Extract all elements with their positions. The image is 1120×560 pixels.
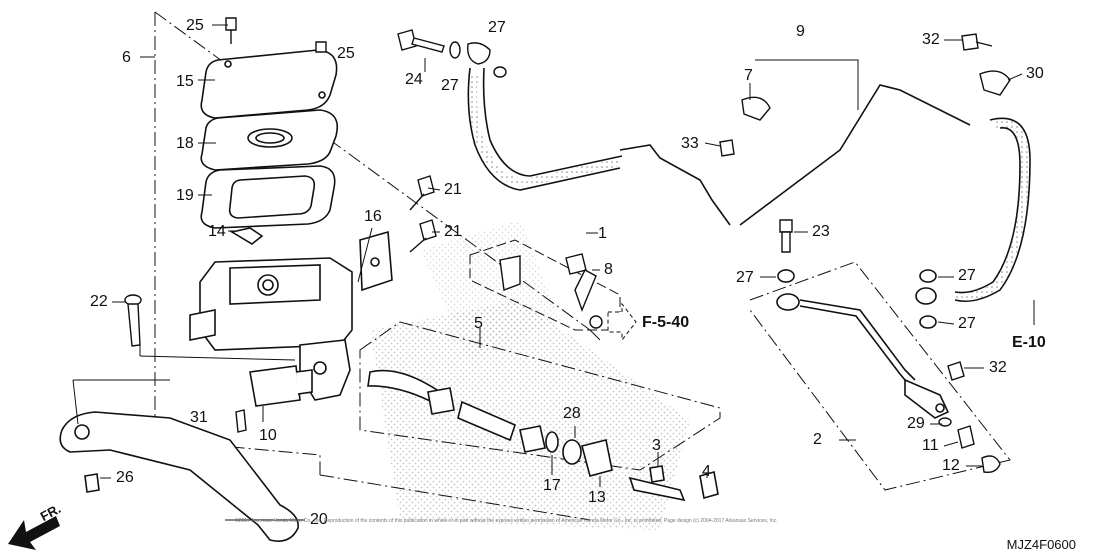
callout-23: 23 bbox=[812, 223, 830, 240]
callout-13: 13 bbox=[588, 489, 606, 506]
callout-7: 7 bbox=[744, 67, 753, 84]
callout-5: 5 bbox=[474, 315, 483, 332]
right-hose bbox=[954, 117, 1031, 303]
upper-hose bbox=[467, 67, 971, 226]
callout-27-1: 27 bbox=[488, 19, 506, 36]
callout-21-2: 21 bbox=[444, 223, 462, 240]
leader-lines bbox=[72, 24, 1035, 521]
callout-31: 31 bbox=[190, 409, 208, 426]
callout-25-2: 25 bbox=[337, 45, 355, 62]
callout-30: 30 bbox=[1026, 65, 1044, 82]
master-cylinder-body bbox=[189, 227, 393, 407]
callout-14: 14 bbox=[208, 223, 226, 240]
callout-1: 1 bbox=[598, 225, 607, 242]
callout-16: 16 bbox=[364, 208, 382, 225]
callout-17: 17 bbox=[543, 477, 561, 494]
callout-18: 18 bbox=[176, 135, 194, 152]
hardware-bolts bbox=[124, 17, 1011, 474]
lower-pipe bbox=[776, 269, 950, 419]
piston-kit bbox=[367, 369, 719, 502]
callout-27-5: 27 bbox=[958, 315, 976, 332]
callout-33: 33 bbox=[681, 135, 699, 152]
callout-32-1: 32 bbox=[922, 31, 940, 48]
callout-27-3: 27 bbox=[736, 269, 754, 286]
copyright-notice: ©2017 American Honda Motor Co., Inc. Rep… bbox=[235, 518, 778, 524]
reference-e-10: E-10 bbox=[1012, 334, 1046, 351]
callout-29: 29 bbox=[907, 415, 925, 432]
front-arrow-icon bbox=[8, 516, 60, 550]
callout-27-4: 27 bbox=[958, 267, 976, 284]
callout-22: 22 bbox=[90, 293, 108, 310]
callout-20: 20 bbox=[310, 511, 328, 528]
callout-8: 8 bbox=[604, 261, 613, 278]
callout-3: 3 bbox=[652, 437, 661, 454]
callout-24: 24 bbox=[405, 71, 423, 88]
callout-4: 4 bbox=[702, 463, 711, 480]
callout-19: 19 bbox=[176, 187, 194, 204]
reservoir-cap-assembly bbox=[200, 49, 339, 229]
bracket-9 bbox=[755, 59, 859, 110]
group-2-boundary bbox=[749, 261, 1011, 491]
callout-6: 6 bbox=[122, 49, 131, 66]
callout-11: 11 bbox=[922, 437, 939, 454]
clutch-lever bbox=[59, 411, 299, 542]
callout-25-1: 25 bbox=[186, 17, 204, 34]
callout-26: 26 bbox=[116, 469, 134, 486]
f-5-40-arrow bbox=[607, 302, 637, 342]
callout-32-2: 32 bbox=[989, 359, 1007, 376]
group-5-boundary bbox=[359, 321, 721, 471]
callout-9: 9 bbox=[796, 23, 805, 40]
callout-2: 2 bbox=[813, 431, 822, 448]
callout-21-1: 21 bbox=[444, 181, 462, 198]
group-6-boundary bbox=[154, 11, 601, 521]
callout-10: 10 bbox=[259, 427, 277, 444]
diagram-code: MJZ4F0600 bbox=[1006, 537, 1076, 552]
callout-15: 15 bbox=[176, 73, 194, 90]
reference-f-5-40: F-5-40 bbox=[642, 314, 690, 331]
callout-28: 28 bbox=[563, 405, 581, 422]
callout-27-2: 27 bbox=[441, 77, 459, 94]
callout-12: 12 bbox=[942, 457, 960, 474]
